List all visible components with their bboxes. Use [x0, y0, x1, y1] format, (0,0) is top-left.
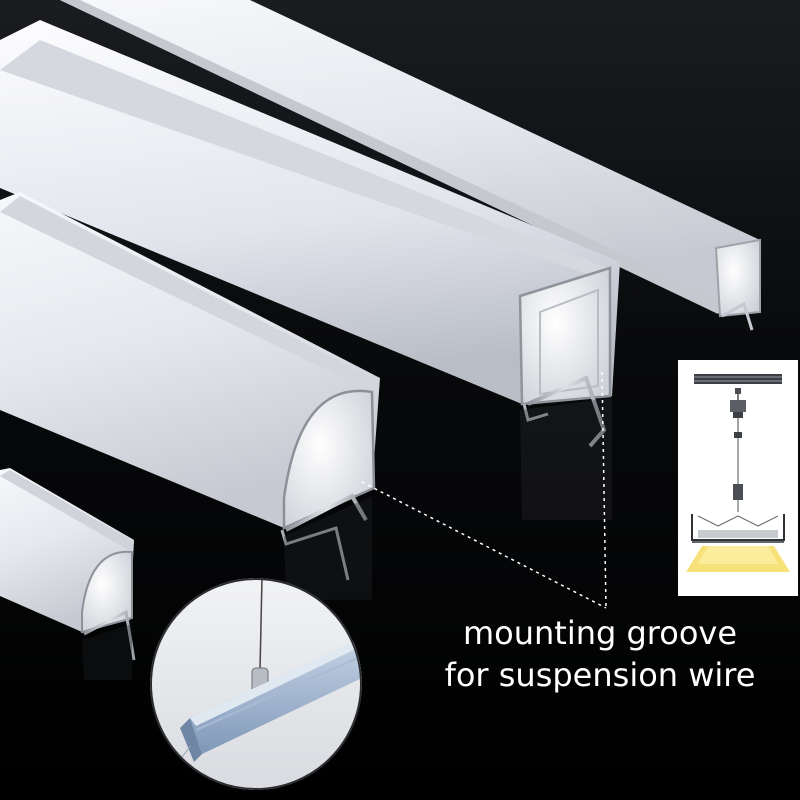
caption-line-1: mounting groove — [462, 614, 738, 652]
caption-line-2: for suspension wire — [444, 656, 756, 694]
floor-reflections — [82, 398, 612, 680]
led-profile-2 — [0, 20, 620, 448]
caption-text: mounting groove for suspension wire — [410, 612, 790, 696]
suspension-wire-photo — [150, 578, 362, 790]
leader-lines — [361, 371, 607, 609]
led-profile-3 — [0, 192, 380, 581]
pendant-suspension-diagram-icon — [678, 360, 798, 596]
led-profile-4 — [0, 468, 136, 661]
